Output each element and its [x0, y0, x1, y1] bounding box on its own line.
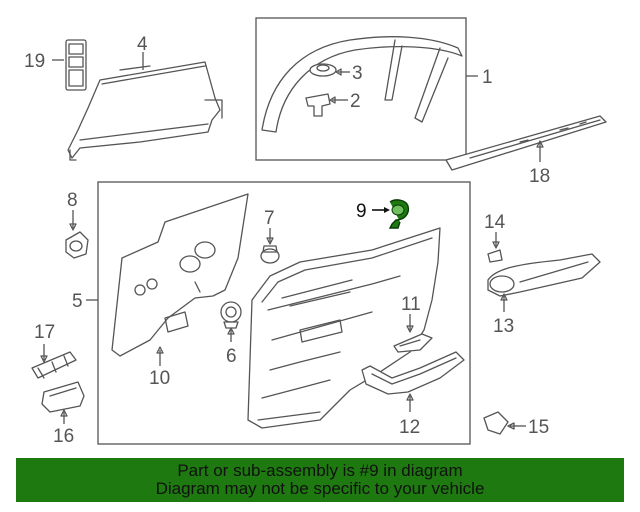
part-9-clip-highlighted — [372, 199, 410, 229]
part-15-clip — [483, 411, 526, 435]
callout-15: 15 — [528, 417, 549, 438]
part-12-armrest — [361, 351, 465, 412]
part-17-bracket — [31, 344, 77, 379]
callout-2: 2 — [350, 91, 361, 112]
callout-13: 13 — [493, 316, 514, 337]
banner-line-2: Diagram may not be specific to your vehi… — [155, 479, 485, 498]
part-8-clip — [65, 210, 89, 259]
callout-9: 9 — [356, 201, 367, 222]
part-13-trim — [487, 253, 601, 312]
banner-line-1: Part or sub-assembly is #9 in diagram — [177, 461, 463, 480]
part-7-pin — [260, 228, 280, 264]
callout-6: 6 — [226, 346, 237, 367]
part-2-clip — [305, 93, 348, 117]
part-1-frame-trim — [261, 36, 463, 133]
callout-10: 10 — [149, 368, 170, 389]
callout-14: 14 — [484, 212, 506, 233]
callout-8: 8 — [67, 190, 78, 211]
part-3-grommet — [309, 63, 350, 77]
door-trim-panel — [247, 227, 441, 429]
part-11-bezel — [393, 314, 433, 353]
callout-18: 18 — [529, 166, 550, 187]
part-6-fastener — [220, 301, 242, 342]
callout-1: 1 — [482, 67, 493, 88]
callout-4: 4 — [137, 34, 148, 55]
callout-11: 11 — [401, 294, 421, 315]
part-4-panel — [67, 52, 223, 161]
callout-19: 19 — [24, 51, 45, 72]
part-14-clip — [487, 232, 503, 263]
callout-3: 3 — [352, 63, 363, 84]
callout-5: 5 — [72, 291, 83, 312]
part-10-insulation — [111, 193, 249, 366]
callout-7: 7 — [264, 208, 275, 229]
group-box-1 — [255, 17, 467, 161]
info-banner: Part or sub-assembly is #9 in diagram Di… — [16, 458, 624, 502]
part-16-bracket — [41, 381, 85, 424]
callout-12: 12 — [399, 417, 420, 438]
callout-17: 17 — [34, 322, 55, 343]
part-19-switch — [52, 39, 87, 91]
callout-16: 16 — [53, 426, 74, 447]
part-18-strip — [445, 115, 607, 171]
group-box-5 — [97, 181, 471, 445]
